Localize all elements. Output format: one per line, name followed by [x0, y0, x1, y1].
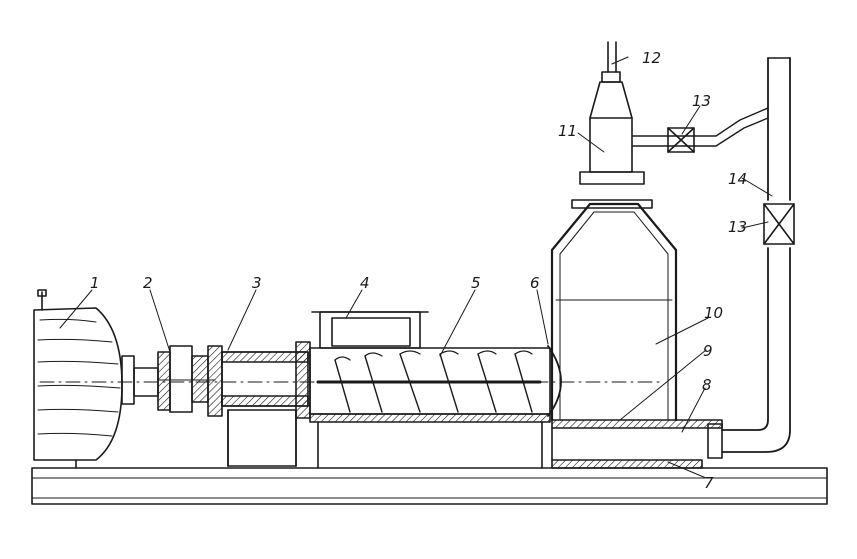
callout-9: 9 — [703, 342, 713, 360]
dryer-chamber — [550, 41, 678, 422]
discharge-channel — [551, 419, 723, 469]
base-frame — [31, 467, 828, 505]
callout-11: 11 — [558, 122, 577, 140]
callout-4: 4 — [360, 274, 370, 292]
callout-7: 7 — [704, 474, 714, 492]
branch-pipe — [631, 107, 769, 153]
callout-2: 2 — [143, 274, 153, 292]
screw-conveyor — [309, 347, 551, 469]
motor — [33, 289, 159, 469]
callout-13-upper: 13 — [692, 92, 711, 110]
callout-5: 5 — [471, 274, 481, 292]
air-duct — [707, 57, 795, 459]
callout-1: 1 — [90, 274, 100, 292]
callout-10: 10 — [704, 304, 723, 322]
callout-14: 14 — [728, 170, 747, 188]
callout-6: 6 — [530, 274, 540, 292]
callout-13-lower: 13 — [728, 218, 747, 236]
bearing-housing — [207, 341, 311, 467]
callout-8: 8 — [702, 376, 712, 394]
coupling — [157, 345, 216, 413]
leader-lines — [59, 56, 773, 479]
feed-hopper — [311, 311, 429, 349]
callout-12: 12 — [642, 49, 661, 67]
callout-3: 3 — [252, 274, 262, 292]
